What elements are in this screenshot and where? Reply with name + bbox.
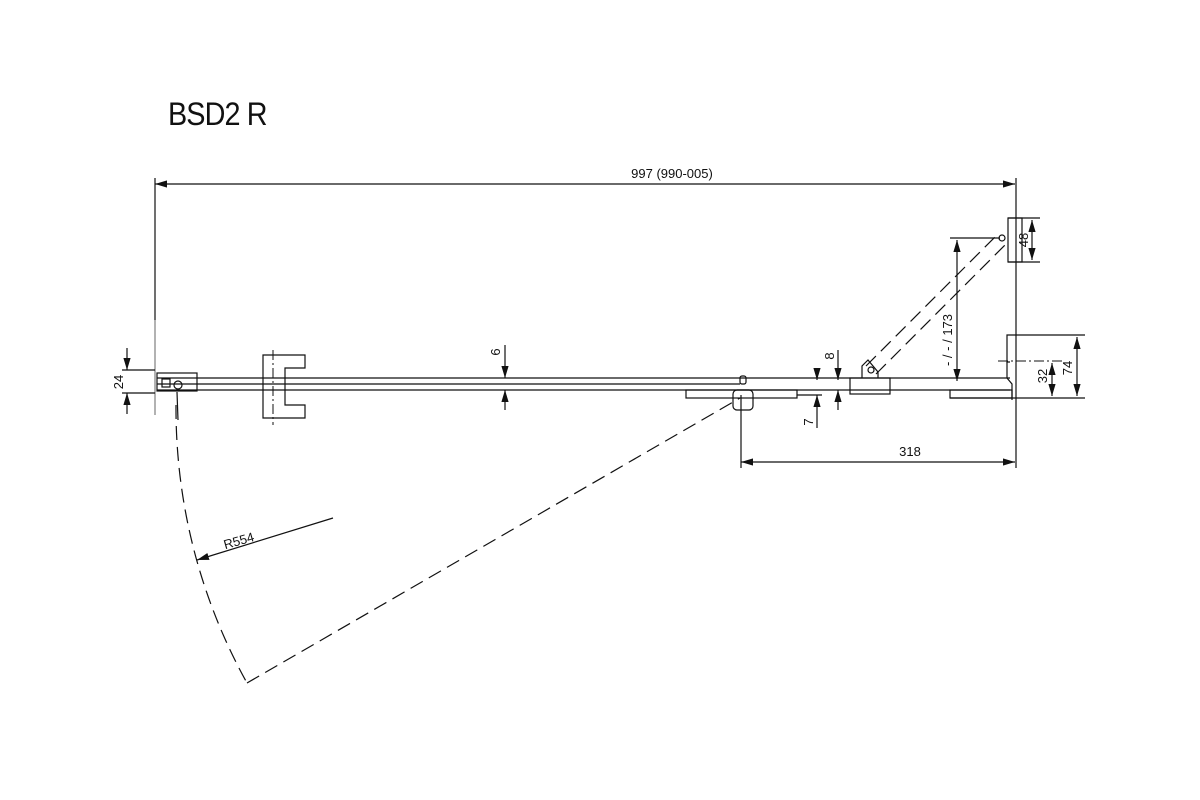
wall-bracket: 48 xyxy=(1007,217,1040,263)
svg-text:318: 318 xyxy=(899,444,921,459)
dimension-overall-width: 997 (990-005) xyxy=(155,166,1015,188)
svg-text:- / - / 173: - / - / 173 xyxy=(940,314,955,366)
svg-text:48: 48 xyxy=(1016,233,1031,247)
dimension-swing-depth: - / - / 173 xyxy=(940,237,1000,381)
dimension-glass-thickness: 6 xyxy=(488,345,509,410)
svg-text:7: 7 xyxy=(801,418,816,425)
right-wall-profile: 32 74 xyxy=(949,334,1085,400)
dimension-offset-7: 7 xyxy=(797,368,822,428)
svg-text:32: 32 xyxy=(1035,369,1050,383)
fixed-panel-joint xyxy=(685,375,798,468)
door-swing-arc: R554 xyxy=(175,397,741,684)
svg-text:6: 6 xyxy=(488,348,503,355)
dimension-fixed-panel-width: 318 xyxy=(741,444,1015,466)
dimension-wall-profile: 24 xyxy=(111,348,155,414)
svg-text:8: 8 xyxy=(822,352,837,359)
svg-text:74: 74 xyxy=(1060,361,1075,375)
drawing-title: BSD2 R xyxy=(168,96,268,132)
dimension-offset-8: 8 xyxy=(822,350,842,410)
svg-text:997 (990-005): 997 (990-005) xyxy=(631,166,713,181)
svg-text:R554: R554 xyxy=(222,529,256,552)
stabilizer-bar xyxy=(849,233,1007,395)
svg-text:24: 24 xyxy=(111,375,126,389)
door-handle xyxy=(262,350,306,425)
